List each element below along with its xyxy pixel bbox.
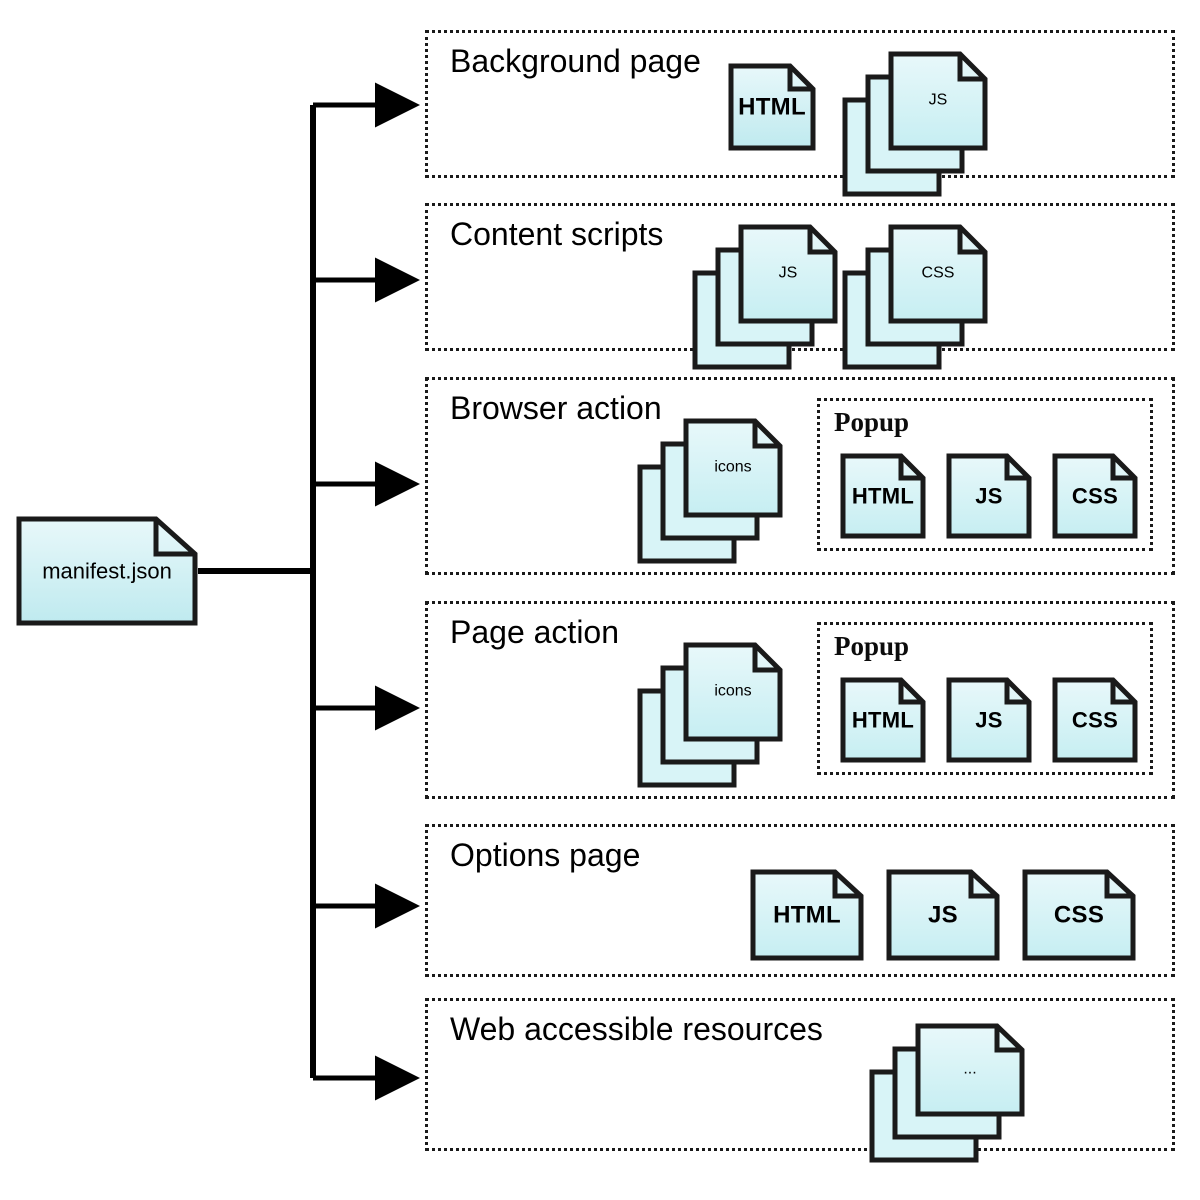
section-title-web-accessible-resources: Web accessible resources	[450, 1011, 823, 1047]
section-title-content-scripts: Content scripts	[450, 216, 664, 252]
group-popup[interactable]: Popup HTML	[817, 622, 1153, 775]
document-icon: manifest.json	[16, 516, 198, 626]
section-content-content-scripts: JS	[428, 206, 1172, 370]
doc-stack-js[interactable]: JS	[842, 51, 988, 197]
section-page-action[interactable]: Page action	[425, 601, 1175, 799]
section-background-page[interactable]: Background page HTML	[425, 30, 1175, 197]
section-browser-action[interactable]: Browser action	[425, 377, 1175, 575]
doc-html[interactable]: HTML	[840, 677, 926, 763]
section-content-options-page: HTML JS	[428, 827, 1172, 974]
document-icon: JS	[886, 869, 1000, 961]
document-icon: HTML	[840, 677, 926, 763]
section-content-web-accessible-resources: ...	[428, 1001, 1172, 1163]
doc-css[interactable]: CSS	[1022, 869, 1136, 961]
document-icon: JS	[946, 677, 1032, 763]
doc-js[interactable]: JS	[886, 869, 1000, 961]
section-title-browser-action: Browser action	[450, 390, 662, 426]
document-icon: JS	[946, 453, 1032, 539]
group-popup[interactable]: Popup HTML	[817, 398, 1153, 551]
doc-stack-icons[interactable]: icons	[637, 418, 783, 564]
section-content-browser-action: icons Popup HTML	[428, 380, 1172, 572]
document-icon: HTML	[750, 869, 864, 961]
document-icon: JS	[888, 51, 988, 151]
section-web-accessible-resources[interactable]: Web accessible resources	[425, 998, 1175, 1163]
doc-css[interactable]: CSS	[1052, 677, 1138, 763]
document-icon: CSS	[1052, 677, 1138, 763]
document-icon: ...	[915, 1023, 1025, 1117]
doc-stack-icons[interactable]: icons	[637, 642, 783, 788]
section-title-options-page: Options page	[450, 837, 641, 873]
section-title-page-action: Page action	[450, 614, 620, 650]
doc-html[interactable]: HTML	[728, 63, 816, 151]
doc-js[interactable]: JS	[946, 453, 1032, 539]
doc-js[interactable]: JS	[946, 677, 1032, 763]
doc-stack-css[interactable]: CSS	[842, 224, 988, 370]
group-title-popup: Popup	[834, 407, 910, 437]
document-icon: CSS	[1052, 453, 1138, 539]
section-content-background-page: HTML	[428, 33, 1172, 197]
document-icon: HTML	[840, 453, 926, 539]
section-options-page[interactable]: Options page HTML	[425, 824, 1175, 977]
manifest-json-node[interactable]: manifest.json	[16, 516, 198, 626]
doc-html[interactable]: HTML	[750, 869, 864, 961]
section-content-scripts[interactable]: Content scripts	[425, 203, 1175, 370]
document-icon: icons	[683, 642, 783, 742]
document-icon: CSS	[888, 224, 988, 324]
doc-stack-js[interactable]: JS	[692, 224, 838, 370]
document-icon: JS	[738, 224, 838, 324]
document-icon: CSS	[1022, 869, 1136, 961]
doc-stack-resources[interactable]: ...	[869, 1023, 1025, 1163]
group-title-popup: Popup	[834, 631, 910, 661]
doc-css[interactable]: CSS	[1052, 453, 1138, 539]
document-icon: icons	[683, 418, 783, 518]
section-content-page-action: icons Popup HTML	[428, 604, 1172, 796]
section-title-background-page: Background page	[450, 43, 701, 79]
doc-html[interactable]: HTML	[840, 453, 926, 539]
document-icon: HTML	[728, 63, 816, 151]
